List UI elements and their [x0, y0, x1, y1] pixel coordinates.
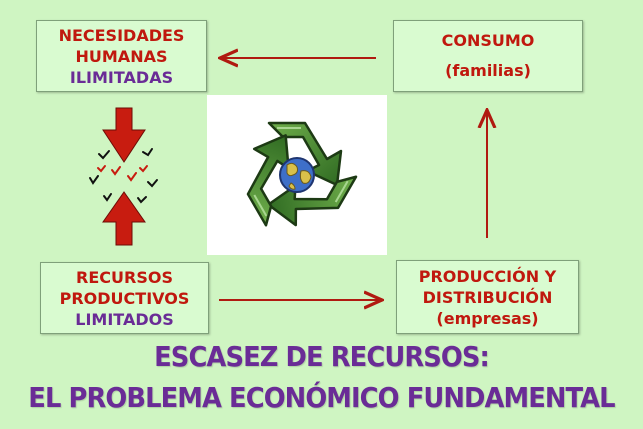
box-consumo: CONSUMO (familias) — [393, 20, 583, 92]
squeeze-arrows-icon — [89, 107, 158, 246]
necesidades-line1: NECESIDADES — [58, 25, 185, 45]
recursos-line3: LIMITADOS — [75, 309, 174, 329]
recursos-line1: RECURSOS — [76, 267, 173, 287]
produccion-line1: PRODUCCIÓN Y — [418, 266, 557, 286]
title-line-2: EL PROBLEMA ECONÓMICO FUNDAMENTAL — [28, 381, 615, 414]
consumo-line1: CONSUMO — [441, 31, 535, 50]
title-line-1: ESCASEZ DE RECURSOS: — [154, 340, 490, 373]
globe-icon — [279, 157, 315, 193]
recycle-icon — [228, 121, 358, 241]
recycle-panel — [207, 95, 387, 255]
necesidades-line2: HUMANAS — [75, 46, 168, 66]
produccion-line2: DISTRIBUCIÓN — [422, 287, 553, 307]
consumo-line2: (familias) — [445, 61, 531, 80]
box-necesidades-humanas: NECESIDADES HUMANAS ILIMITADAS — [36, 20, 207, 92]
recursos-line2: PRODUCTIVOS — [59, 288, 190, 308]
necesidades-line3: ILIMITADAS — [69, 67, 174, 87]
produccion-line3: (empresas) — [436, 308, 539, 328]
box-produccion-distribucion: PRODUCCIÓN Y DISTRIBUCIÓN (empresas) — [396, 260, 579, 334]
box-recursos-productivos: RECURSOS PRODUCTIVOS LIMITADOS — [40, 262, 209, 334]
